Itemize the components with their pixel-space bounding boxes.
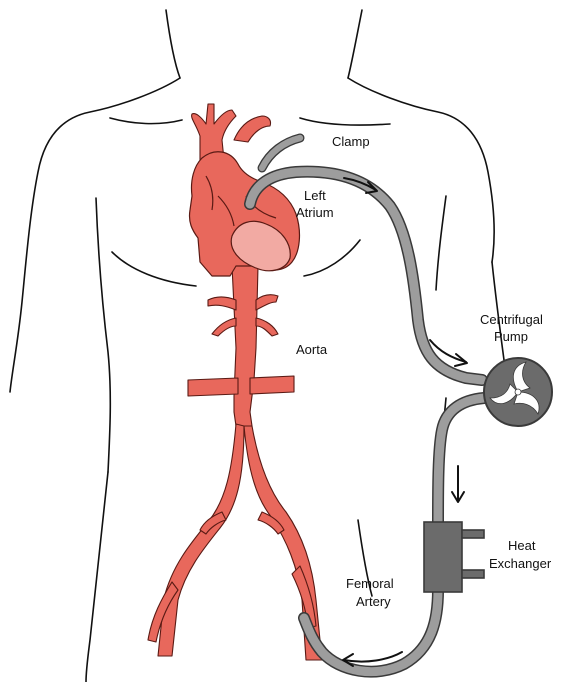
heat-exchanger	[424, 522, 484, 592]
right-inner-arm-line	[436, 196, 446, 290]
right-pec-line	[304, 240, 360, 276]
right-shoulder-line	[348, 78, 494, 262]
left-inner-arm-line	[96, 198, 110, 472]
left-atrium-label-line1: Left	[304, 188, 326, 203]
exchanger-label-line1: Heat	[508, 538, 536, 553]
femoral-label-line1: Femoral	[346, 576, 394, 591]
exchanger-port-bottom	[462, 570, 484, 578]
left-shoulder-line	[10, 78, 180, 392]
impeller-hub	[515, 389, 521, 395]
aorta-trunk	[232, 266, 258, 426]
exchanger-label-line2: Exchanger	[489, 556, 552, 571]
aorta-label: Aorta	[296, 342, 328, 357]
right-chest-line	[300, 118, 390, 125]
right-forearm-line	[492, 262, 504, 360]
left-waist-line	[86, 472, 108, 682]
neck-right-line	[348, 10, 362, 78]
centrifugal-pump	[484, 358, 552, 426]
left-pec-line	[112, 252, 196, 286]
pulmonary-vessels	[234, 116, 271, 142]
clamp-label: Clamp	[332, 134, 370, 149]
left-iliac-artery	[158, 424, 244, 656]
left-atrium-label-line2: Atrium	[296, 205, 334, 220]
femoral-label-line2: Artery	[356, 594, 391, 609]
exchanger-body	[424, 522, 462, 592]
pump-label-line2: Pump	[494, 329, 528, 344]
arrow-icon	[452, 466, 464, 502]
left-chest-line	[110, 118, 182, 124]
neck-left-line	[166, 10, 180, 78]
pump-label-line1: Centrifugal	[480, 312, 543, 327]
exchanger-port-top	[462, 530, 484, 538]
